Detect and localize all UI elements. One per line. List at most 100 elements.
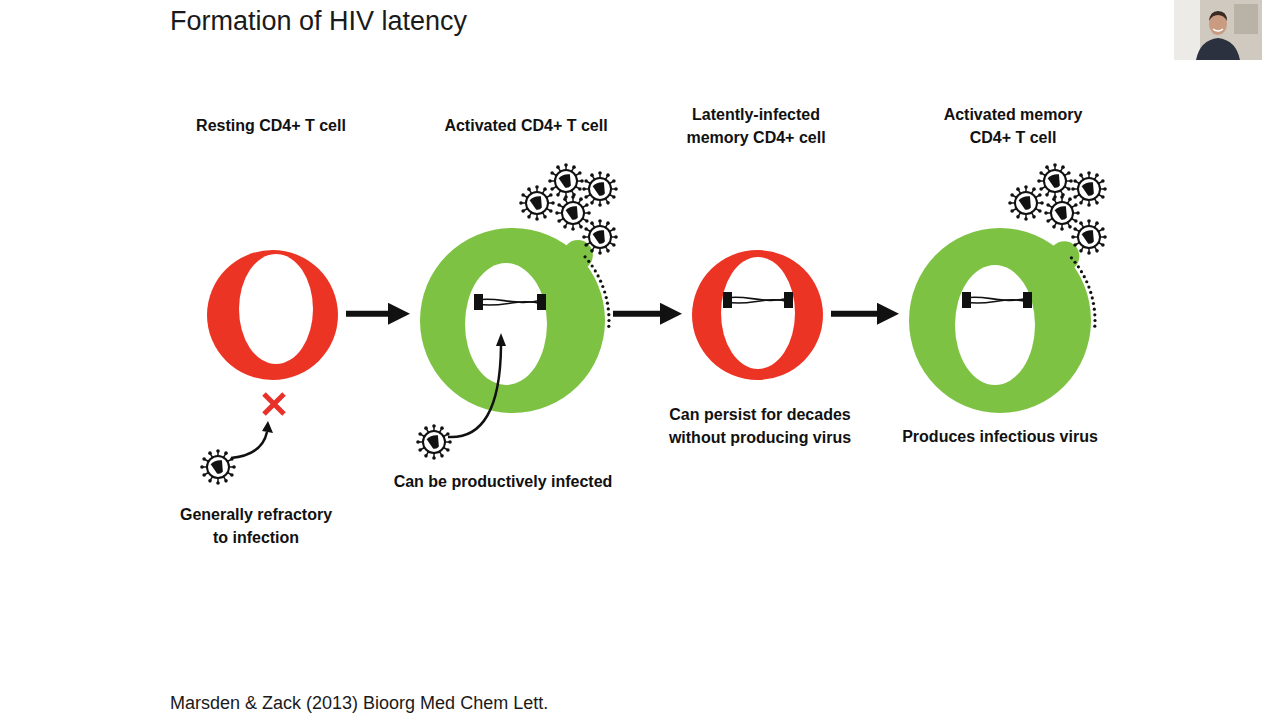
virus-spike-tip	[1101, 227, 1105, 231]
virus-spike-tip	[424, 426, 428, 430]
virus-spike-tip	[582, 235, 586, 239]
budding-dot	[607, 307, 610, 310]
virus-spike-tip	[1068, 197, 1072, 201]
cell-node: Activated CD4+ T cellCan be productively…	[420, 228, 605, 413]
virus-capsid	[1047, 173, 1063, 190]
entry-arrow	[448, 346, 501, 437]
ltr-block	[723, 292, 732, 308]
webcam-thumbnail	[1174, 0, 1262, 60]
virus-particle	[200, 449, 236, 485]
cell-heading: Activated CD4+ T cell	[406, 114, 646, 137]
virus-spike-tip	[1053, 163, 1057, 167]
budding-dot	[607, 325, 610, 328]
virus-spike-tip	[549, 209, 553, 213]
cell-drawing	[692, 250, 823, 380]
person-hair	[1209, 11, 1227, 21]
budding-dot	[1093, 325, 1096, 328]
budding-dot	[606, 302, 609, 305]
virus-spike-tip	[1045, 165, 1049, 169]
virus-spike-tip	[448, 440, 452, 444]
virus-envelope	[555, 170, 577, 192]
virus-spike-tip	[1095, 249, 1099, 253]
virus-spike-tip	[1073, 243, 1077, 247]
virus-spike-tip	[584, 243, 588, 247]
virus-spike-tip	[1038, 193, 1042, 197]
virus-spike-tip	[1046, 219, 1050, 223]
virus-spike-tip	[572, 165, 576, 169]
cell-body	[420, 228, 605, 413]
virus-capsid	[1054, 205, 1070, 222]
budding-dot	[601, 285, 604, 288]
virus-spike-tip	[527, 215, 531, 219]
virus-spike-tip	[1061, 165, 1065, 169]
budding-dot	[1085, 280, 1088, 283]
virus-spike-tip	[1073, 195, 1077, 199]
virus-spike-tip	[557, 203, 561, 207]
virus-spike-tip	[535, 217, 539, 221]
virus-spike-tip	[230, 473, 234, 477]
virus-spike-tip	[1079, 201, 1083, 205]
virus-spike-tip	[579, 225, 583, 229]
slide-title: Formation of HIV latency	[170, 6, 467, 37]
cell-heading: Activated memory CD4+ T cell	[928, 103, 1098, 149]
virus-spike-tip	[582, 187, 586, 191]
ltr-block	[784, 292, 793, 308]
virus-spike-tip	[535, 185, 539, 189]
virus-spike-tip	[1052, 197, 1056, 201]
virus-spike-tip	[1060, 195, 1064, 199]
dna-strand	[727, 300, 789, 304]
virus-envelope	[1051, 202, 1073, 224]
cell-body	[207, 250, 338, 380]
budding-dot	[599, 280, 602, 283]
transition-arrow	[613, 311, 660, 317]
virus-spike-tip	[598, 171, 602, 175]
virus-particle	[1044, 195, 1080, 231]
entry-arrow-head	[496, 333, 506, 346]
budding-dot	[1083, 275, 1086, 278]
virus-spike-tip	[612, 227, 616, 231]
virus-capsid	[1081, 181, 1097, 198]
virus-spike-tip	[606, 249, 610, 253]
virus-spike-tip	[418, 448, 422, 452]
virus-spike-tip	[1067, 171, 1071, 175]
virus-spike-tip	[1073, 179, 1077, 183]
virus-spike-tip	[418, 432, 422, 436]
virus-capsid	[592, 229, 608, 246]
virus-spike-tip	[1039, 187, 1043, 191]
virus-spike-tip	[1045, 193, 1049, 197]
virus-envelope	[1078, 178, 1100, 200]
budding-dot	[587, 260, 590, 263]
virus-spike-tip	[232, 465, 236, 469]
budding-dot	[603, 290, 606, 293]
budding-dot	[607, 313, 610, 316]
citation-caption: Marsden & Zack (2013) Bioorg Med Chem Le…	[170, 692, 548, 714]
virus-spike-tip	[1103, 235, 1107, 239]
budding-dot	[1087, 285, 1090, 288]
virus-envelope	[207, 456, 229, 478]
virus-spike-tip	[521, 193, 525, 197]
virus-spike-tip	[432, 456, 436, 460]
virus-spike-tip	[580, 179, 584, 183]
budding-membrane	[563, 240, 593, 270]
budding-dot	[1089, 291, 1092, 294]
virus-particle	[416, 424, 452, 460]
budding-dot	[594, 269, 597, 272]
virus-spike-tip	[216, 449, 220, 453]
virus-spike-tip	[1038, 209, 1042, 213]
budding-dot	[1093, 313, 1096, 316]
cell-description: Produces infectious virus	[880, 425, 1120, 448]
virus-spike-tip	[1008, 201, 1012, 205]
virus-spike-tip	[1067, 187, 1071, 191]
ltr-block	[474, 294, 483, 310]
virus-spike-tip	[564, 163, 568, 167]
virus-spike-tip	[1071, 187, 1075, 191]
virus-spike-tip	[579, 197, 583, 201]
virus-spike-tip	[614, 187, 618, 191]
budding-dot	[1080, 270, 1083, 273]
virus-envelope	[1044, 170, 1066, 192]
integrated-provirus	[723, 292, 793, 308]
virus-capsid	[1018, 195, 1034, 212]
integrated-provirus	[962, 292, 1032, 308]
virus-spike-tip	[590, 201, 594, 205]
virus-envelope	[526, 192, 548, 214]
